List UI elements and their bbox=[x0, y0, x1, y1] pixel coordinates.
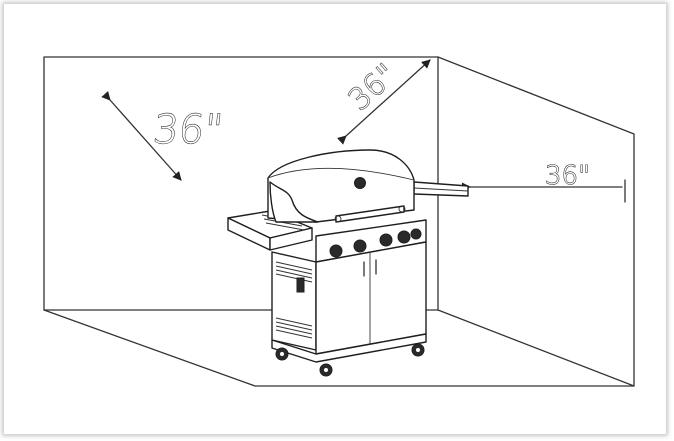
gas-grill bbox=[227, 149, 469, 377]
casters bbox=[275, 343, 425, 377]
lid-handle bbox=[335, 205, 405, 223]
knob-icon bbox=[379, 233, 393, 247]
knob-icon bbox=[353, 239, 367, 253]
right-side-shelf bbox=[413, 181, 469, 197]
corner-arrow bbox=[337, 59, 431, 145]
tank-gauge-icon bbox=[296, 277, 305, 293]
dimension-arrows bbox=[101, 59, 626, 203]
knob-icon bbox=[397, 230, 411, 244]
room-walls bbox=[43, 56, 635, 387]
back-wall-arrow bbox=[101, 91, 182, 181]
control-knobs bbox=[329, 228, 422, 258]
back-wall-clearance-label: 36" bbox=[151, 107, 225, 153]
cabinet-base bbox=[271, 333, 427, 363]
side-vents bbox=[275, 261, 313, 339]
knob-icon bbox=[410, 228, 422, 240]
side-wall-clearance-label: 36" bbox=[545, 161, 590, 191]
side-wall bbox=[437, 56, 635, 387]
corner-clearance-label: 36" bbox=[342, 57, 404, 118]
floor-front-edge bbox=[43, 309, 635, 387]
thermometer-icon bbox=[354, 177, 366, 189]
knob-icon bbox=[329, 244, 343, 258]
